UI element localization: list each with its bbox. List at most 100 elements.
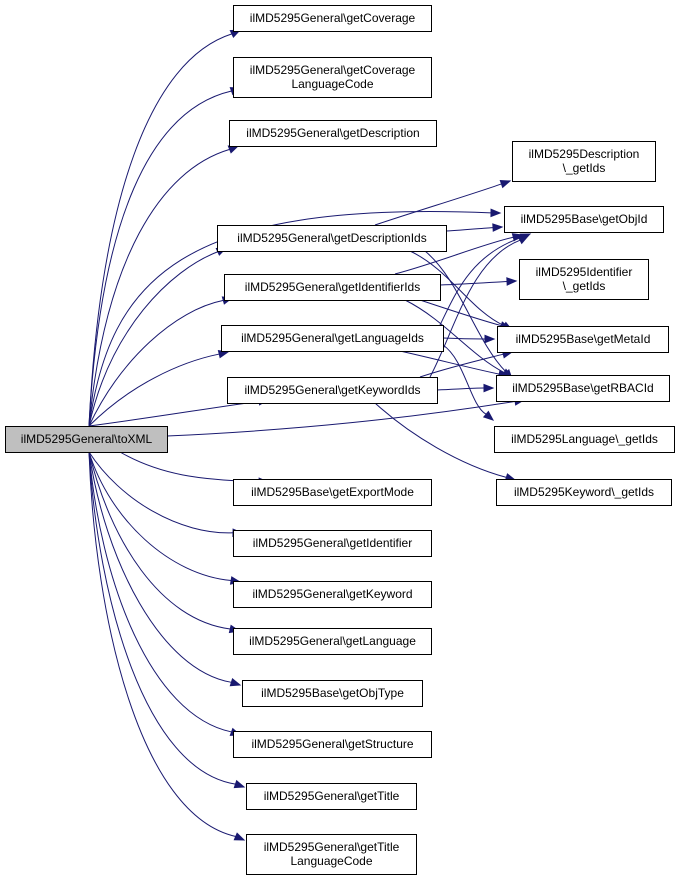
- edge-line: [88, 400, 260, 427]
- edge-line: [374, 402, 507, 478]
- node-getDescriptionIds[interactable]: ilMD5295General\getDescriptionIds: [217, 225, 447, 252]
- node-box: [224, 274, 441, 301]
- edge-line: [88, 451, 236, 837]
- node-getMetaId[interactable]: ilMD5295Base\getMetaId: [497, 326, 669, 353]
- edge-line: [399, 350, 500, 375]
- node-getTitle[interactable]: ilMD5295General\getTitle: [246, 783, 417, 810]
- node-label: ilMD5295General\getIdentifierIds: [245, 280, 420, 294]
- node-label: ilMD5295General\getKeywordIds: [244, 383, 420, 397]
- node-label: ilMD5295Base\getExportMode: [251, 485, 414, 499]
- node-box: [233, 628, 432, 655]
- node-label: ilMD5295General\getCoverage: [250, 11, 416, 25]
- edge-root-to-getIdentifier: [88, 451, 244, 538]
- node-label: ilMD5295General\getTitle: [264, 789, 400, 803]
- edge-line: [119, 451, 260, 483]
- node-label: ilMD5295General\getKeyword: [252, 587, 412, 601]
- node-getKeyword[interactable]: ilMD5295General\getKeyword: [233, 581, 432, 608]
- edge-getKeywordIds-to-getRBACId: [436, 383, 495, 393]
- node-label: ilMD5295General\getLanguage: [249, 634, 416, 648]
- edge-line: [419, 353, 504, 378]
- arrowhead: [490, 208, 502, 218]
- node-box: [221, 325, 444, 352]
- edge-line: [166, 400, 516, 437]
- edge-line: [442, 337, 486, 340]
- node-descGetIds[interactable]: ilMD5295Description\_getIds: [512, 141, 656, 182]
- edge-line: [88, 299, 224, 427]
- node-getObjId[interactable]: ilMD5295Base\getObjId: [504, 206, 664, 233]
- node-getIdentifier[interactable]: ilMD5295General\getIdentifier: [233, 530, 432, 557]
- node-box: [246, 783, 417, 810]
- edge-line: [374, 183, 502, 226]
- arrowhead: [499, 179, 512, 189]
- node-box: [242, 680, 423, 707]
- node-box: [496, 375, 670, 402]
- edge-root-to-getCoverageLanguageCode: [88, 87, 242, 427]
- node-getIdentifierIds[interactable]: ilMD5295General\getIdentifierIds: [224, 274, 441, 301]
- edge-line: [88, 451, 232, 683]
- node-label: ilMD5295Base\getMetaId: [516, 332, 651, 346]
- node-kwGetIds[interactable]: ilMD5295Keyword\_getIds: [496, 479, 672, 506]
- node-box: [229, 120, 437, 147]
- arrowhead: [517, 235, 530, 245]
- node-getCoverage[interactable]: ilMD5295General\getCoverage: [233, 5, 432, 32]
- arrowhead: [506, 277, 518, 286]
- edge-getIdentifierIds-to-getObjId: [394, 233, 524, 275]
- node-identGetIds[interactable]: ilMD5295Identifier\_getIds: [519, 259, 649, 300]
- edge-line: [88, 451, 236, 785]
- node-label: ilMD5295General\getStructure: [251, 737, 413, 751]
- edge-getKeywordIds-to-getObjId: [429, 235, 530, 378]
- edge-line: [394, 236, 514, 275]
- node-label: ilMD5295General\toXML: [21, 432, 153, 446]
- node-box: [233, 479, 432, 506]
- node-getExportMode[interactable]: ilMD5295Base\getExportMode: [233, 479, 432, 506]
- edge-line: [88, 33, 233, 427]
- node-label: ilMD5295Base\getObjId: [521, 212, 648, 226]
- node-root[interactable]: ilMD5295General\toXML: [5, 426, 168, 453]
- edge-root-to-getObjType: [88, 451, 242, 687]
- edge-root-to-getTitle: [88, 451, 246, 789]
- node-getObjType[interactable]: ilMD5295Base\getObjType: [242, 680, 423, 707]
- node-label: ilMD5295Base\getRBACId: [512, 381, 653, 395]
- edge-line: [424, 250, 507, 373]
- edge-getLanguageIds-to-langGetIds: [442, 344, 495, 421]
- node-box: [519, 259, 649, 300]
- node-box: [497, 326, 669, 353]
- edge-getDescriptionIds-to-descGetIds: [374, 179, 512, 226]
- arrowhead: [492, 223, 504, 232]
- edge-line: [445, 227, 494, 232]
- arrowhead: [233, 779, 246, 789]
- node-getDescription[interactable]: ilMD5295General\getDescription: [229, 120, 437, 147]
- node-label: ilMD5295Description: [529, 147, 640, 161]
- edge-getIdentifierIds-to-identGetIds: [439, 277, 518, 286]
- edge-line: [88, 90, 232, 427]
- node-label: ilMD5295Base\getObjType: [261, 686, 404, 700]
- edge-root-to-getKeyword: [88, 451, 242, 585]
- node-getKeywordIds[interactable]: ilMD5295General\getKeywordIds: [227, 377, 438, 404]
- edge-root-to-getTitleLanguageCode: [88, 451, 246, 841]
- node-getLanguage[interactable]: ilMD5295General\getLanguage: [233, 628, 432, 655]
- node-label: ilMD5295General\getCoverage: [250, 63, 416, 77]
- edge-line: [88, 451, 234, 534]
- node-label: ilMD5295General\getIdentifier: [253, 536, 412, 550]
- nodes-layer: ilMD5295General\toXML ilMD5295General\get…: [5, 5, 675, 875]
- edge-root-to-getDescriptionIds: [88, 247, 228, 427]
- arrowhead: [511, 233, 524, 242]
- edge-line: [442, 344, 487, 415]
- edge-getDescriptionIds-to-getObjId: [445, 223, 504, 232]
- arrowhead: [227, 145, 240, 154]
- node-langGetIds[interactable]: ilMD5295Language\_getIds: [494, 426, 675, 453]
- node-label: ilMD5295General\getLanguageIds: [241, 331, 424, 345]
- edge-line: [88, 451, 232, 581]
- edge-root-to-getStructure: [88, 451, 242, 736]
- edge-getIdentifierIds-to-getMetaId: [419, 299, 512, 330]
- node-getRBACId[interactable]: ilMD5295Base\getRBACId: [496, 375, 670, 402]
- node-getStructure[interactable]: ilMD5295General\getStructure: [233, 731, 432, 758]
- arrowhead: [233, 832, 246, 841]
- edge-getKeywordIds-to-getMetaId: [419, 350, 514, 378]
- node-label: ilMD5295General\getDescriptionIds: [237, 231, 426, 245]
- node-box: [233, 530, 432, 557]
- node-getLanguageIds[interactable]: ilMD5295General\getLanguageIds: [221, 325, 444, 352]
